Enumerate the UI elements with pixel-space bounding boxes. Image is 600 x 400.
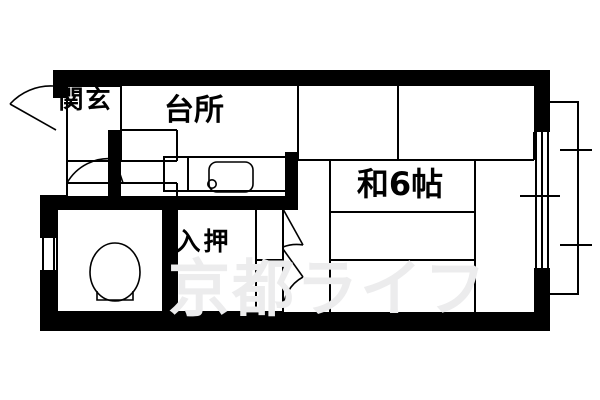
room-label-genkan: 玄 関 — [55, 86, 111, 111]
room-label-washitsu: 和6帖 — [356, 165, 444, 203]
partition-lines — [56, 85, 535, 313]
interior-walls — [57, 130, 298, 313]
room-label-oshiire: 押 入 — [172, 228, 229, 253]
toilet-window — [42, 238, 55, 270]
hall-west-outline — [56, 86, 68, 270]
balcony — [520, 101, 592, 295]
entrance-door — [9, 85, 57, 131]
kitchen-door — [66, 157, 124, 184]
sliding-glass-door — [535, 132, 549, 268]
hall-detail-lines — [66, 129, 178, 209]
kitchen-sink — [207, 161, 254, 193]
room-label-daidokoro: 台所 — [164, 93, 224, 128]
closet-double-doors — [282, 208, 304, 313]
toilet-bowl — [89, 242, 141, 302]
